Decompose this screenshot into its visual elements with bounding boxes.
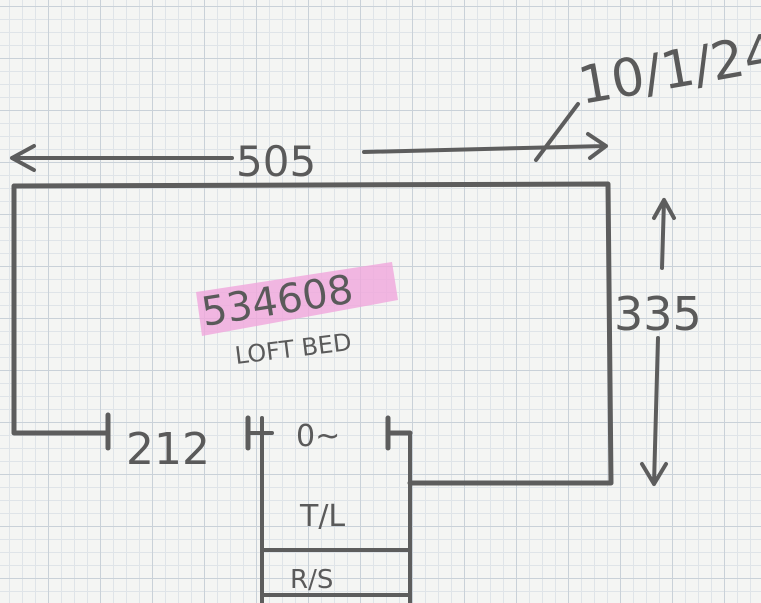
date-leader (534, 102, 580, 162)
room-code-label: 534608 (198, 267, 356, 336)
room-name-label: LOFT BED (233, 328, 353, 370)
wall-tick-mid-b (246, 416, 274, 450)
depth-arrow-top (652, 198, 676, 270)
annex-outline (260, 431, 412, 603)
date-label: 10/1/24 (574, 23, 761, 117)
code-highlight (196, 262, 398, 336)
left-segment-label: 212 (126, 424, 210, 475)
room-outline (11, 181, 614, 486)
room-depth-label: 335 (614, 287, 702, 341)
wall-tick-right (385, 415, 413, 451)
room-width-label: 505 (236, 137, 316, 186)
annex-lower-label: R/S (290, 565, 333, 595)
annex-upper-label: T/L (299, 499, 345, 534)
width-arrow-left (10, 144, 234, 172)
depth-arrow-bottom (640, 336, 668, 486)
opening-segment-label: 0~ (296, 419, 340, 454)
width-arrow-right (362, 132, 608, 160)
